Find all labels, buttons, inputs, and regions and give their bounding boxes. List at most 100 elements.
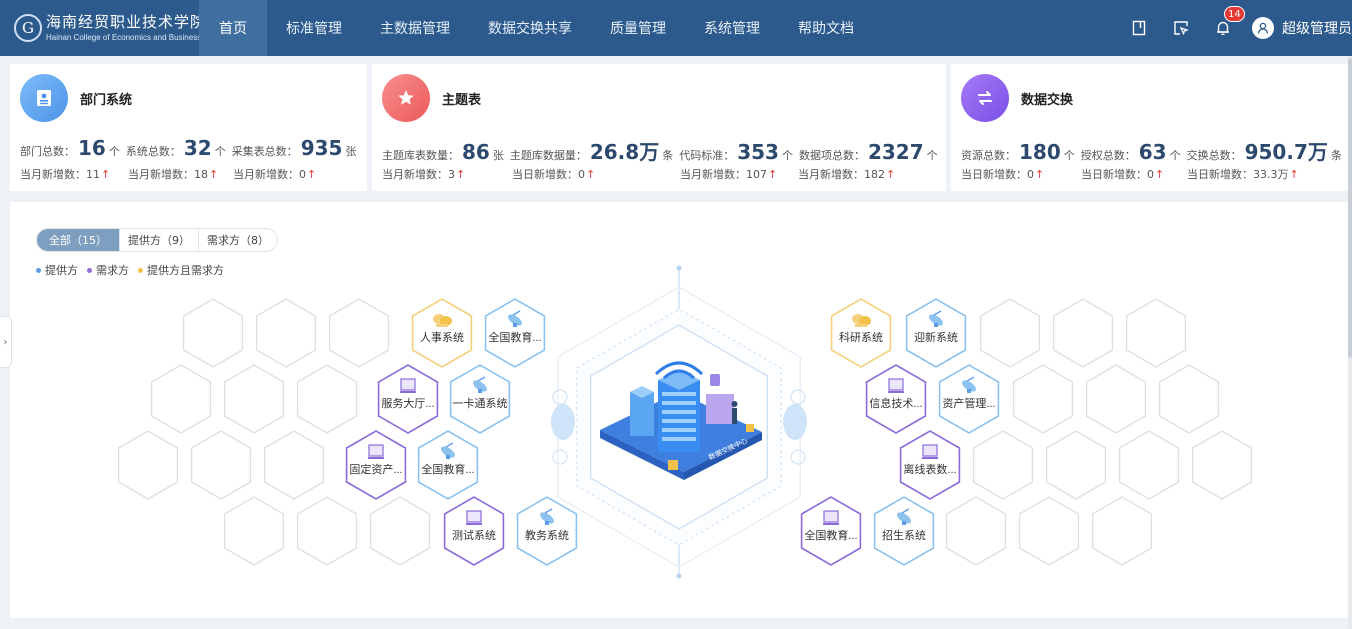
system-hex-label: 人事系统 <box>420 331 464 344</box>
system-hex-border <box>865 364 927 434</box>
lock-icon <box>710 374 720 386</box>
satellite-icon <box>540 508 554 525</box>
arrow-up-icon: ↑ <box>586 167 596 181</box>
monitor-icon <box>888 378 904 393</box>
tab-providers[interactable]: 提供方（9） <box>120 229 199 251</box>
nav-standard-management[interactable]: 标准管理 <box>286 21 342 37</box>
system-hex-border <box>417 430 479 500</box>
system-hex-national-edu[interactable]: 全国教育... <box>484 298 546 368</box>
legend: 提供方 需求方 提供方且需求方 <box>36 262 233 278</box>
system-hex-label: 资产管理... <box>942 396 995 410</box>
background-hex <box>1085 364 1147 434</box>
nav-quality-management[interactable]: 质量管理 <box>610 21 666 37</box>
system-hex-label: 一卡通系统 <box>453 397 508 410</box>
server-slot <box>662 401 696 405</box>
filter-tabs: 全部（15） 提供方（9） 需求方（8） <box>36 228 278 252</box>
background-hex <box>979 298 1041 368</box>
coin-icon <box>668 460 678 470</box>
bell-icon[interactable]: 14 <box>1202 0 1245 56</box>
nav-master-data-management[interactable]: 主数据管理 <box>380 21 450 37</box>
system-hex-offline-tables[interactable]: 离线表数... <box>899 430 961 500</box>
background-hex <box>1125 298 1187 368</box>
arrow-up-icon: ↑ <box>456 167 466 181</box>
server-slot <box>662 419 696 423</box>
system-hex-enrollment-welcome[interactable]: 迎新系统 <box>905 298 967 368</box>
arrow-up-icon: ↑ <box>1155 167 1165 181</box>
sub-stat-monthly-new: 当月新增数：3↑ <box>382 167 466 182</box>
user-menu[interactable]: 超级管理员 <box>1252 17 1352 39</box>
nav-help-docs[interactable]: 帮助文档 <box>798 21 854 37</box>
background-hex <box>1118 430 1180 500</box>
cloud-icon <box>433 314 452 327</box>
system-hex-label: 全国教育... <box>488 330 541 344</box>
system-hex-academic[interactable]: 教务系统 <box>516 496 578 566</box>
card-title: 部门系统 <box>80 92 133 108</box>
server-tower-icon <box>658 380 700 452</box>
system-hex-test[interactable]: 测试系统 <box>443 496 505 566</box>
nav-system-management[interactable]: 系统管理 <box>704 21 760 37</box>
server-rack-top <box>630 386 654 398</box>
system-hex-research[interactable]: 科研系统 <box>830 298 892 368</box>
system-hex-border <box>443 496 505 566</box>
background-hex <box>190 430 252 500</box>
tab-all[interactable]: 全部（15） <box>37 229 120 251</box>
sub-stat-monthly-new: 当月新增数：182↑ <box>798 167 896 182</box>
system-hex-service-hall[interactable]: 服务大厅... <box>377 364 439 434</box>
system-hex-info-tech[interactable]: 信息技术... <box>865 364 927 434</box>
satellite-icon <box>473 376 487 393</box>
satellite-icon <box>962 376 976 393</box>
satellite-icon <box>508 310 522 327</box>
person-head-icon <box>731 401 738 407</box>
system-hex-label: 全国教育... <box>804 528 857 542</box>
cloud-icon <box>852 314 871 327</box>
system-hex-border <box>484 298 546 368</box>
satellite-icon <box>441 442 455 459</box>
system-hex-label: 固定资产... <box>349 462 402 476</box>
background-hex <box>1012 364 1074 434</box>
user-name: 超级管理员 <box>1282 21 1352 37</box>
background-hex <box>1045 430 1107 500</box>
background-hex <box>150 364 212 434</box>
user-avatar-icon <box>1252 17 1274 39</box>
sidebar-expand-toggle[interactable]: › <box>0 316 12 368</box>
system-hex-admissions[interactable]: 招生系统 <box>873 496 935 566</box>
nav-home[interactable]: 首页 <box>199 0 267 56</box>
nav-data-exchange-sharing[interactable]: 数据交换共享 <box>488 21 572 37</box>
hub-axis-dot <box>676 573 682 579</box>
book-icon[interactable] <box>1118 0 1160 56</box>
system-hex-fixed-assets[interactable]: 固定资产... <box>345 430 407 500</box>
system-hex-border <box>899 430 961 500</box>
system-hex-national-edu[interactable]: 全国教育... <box>417 430 479 500</box>
sub-stat-monthly-new: 当月新增数：18↑ <box>128 167 219 182</box>
hub-axis-dot <box>676 265 682 271</box>
system-hex-national-edu[interactable]: 全国教育... <box>800 496 862 566</box>
server-slot <box>662 392 696 396</box>
wifi-icon <box>662 369 696 380</box>
arrow-up-icon: ↑ <box>209 167 219 181</box>
exchange-topology-panel: 数据交换中心人事系统全国教育...服务大厅...一卡通系统固定资产...全国教育… <box>10 202 1348 618</box>
satellite-icon <box>897 508 911 525</box>
system-hex-campus-card[interactable]: 一卡通系统 <box>449 364 511 434</box>
card-title: 数据交换 <box>1021 92 1074 108</box>
hub-platform-edge <box>600 430 684 480</box>
wifi-icon <box>654 361 704 376</box>
scrollbar-thumb[interactable] <box>1348 58 1352 358</box>
background-hex <box>1158 364 1220 434</box>
background-hex <box>263 430 325 500</box>
person-icon <box>732 408 737 424</box>
hub-outer-hex <box>557 286 801 568</box>
notification-badge: 14 <box>1224 6 1245 22</box>
system-hex-label: 离线表数... <box>903 462 956 476</box>
system-hex-asset-management[interactable]: 资产管理... <box>938 364 1000 434</box>
screen-select-icon[interactable] <box>1160 0 1202 56</box>
college-logo[interactable]: G 海南经贸职业技术学院 Hainan College of Economics… <box>0 0 205 56</box>
system-hex-hr[interactable]: 人事系统 <box>411 298 473 368</box>
background-hex <box>296 364 358 434</box>
tab-consumers[interactable]: 需求方（8） <box>207 234 269 247</box>
arrow-up-icon: ↑ <box>307 167 317 181</box>
background-hex <box>117 430 179 500</box>
